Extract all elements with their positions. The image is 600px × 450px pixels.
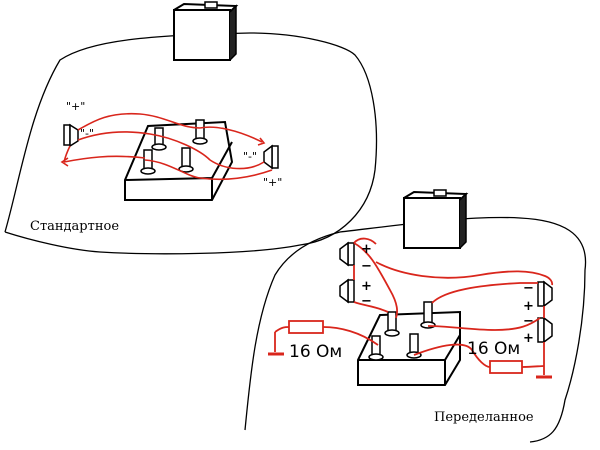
device-cover-outline-bottom (244, 216, 587, 443)
wires-top (60, 112, 273, 181)
wires-bottom (268, 237, 554, 379)
resistor-right-label: 16 Ом (467, 339, 520, 359)
left-upper-plus-sign: + (361, 242, 372, 257)
standard-caption: Стандартное (30, 219, 119, 234)
resistor-left-label: 16 Ом (289, 342, 342, 362)
modified-wiring-diagram: + − + − − + − + 16 Ом 16 Ом Переделанное (244, 189, 587, 443)
right-upper-plus-sign: + (523, 299, 534, 314)
left-upper-minus-sign: − (361, 259, 372, 274)
top-knob-top (173, 1, 239, 61)
speaker-right-top (263, 144, 279, 170)
terminal-block-top (124, 119, 234, 201)
left-lower-plus-sign: + (361, 279, 372, 294)
left-speaker-minus-label-top: "-" (80, 127, 94, 140)
right-speaker-minus-label-top: "-" (243, 150, 257, 163)
right-speaker-plus-label-top: "+" (263, 176, 282, 189)
speaker-right-lower-bottom (537, 316, 553, 344)
right-upper-minus-sign: − (523, 281, 534, 296)
terminal-block-bottom (357, 301, 461, 386)
speaker-right-upper-bottom (537, 280, 553, 308)
standard-wiring-diagram: "+" "-" "-" "+" Стандартное (4, 1, 378, 255)
speaker-left-lower-bottom (339, 278, 355, 304)
right-lower-plus-sign: + (523, 331, 534, 346)
left-speaker-plus-label-top: "+" (66, 100, 85, 113)
speaker-left-upper-bottom (339, 241, 355, 267)
speaker-left-top (63, 123, 79, 148)
right-lower-minus-sign: − (523, 314, 534, 329)
left-lower-minus-sign: − (361, 294, 372, 309)
resistor-right (489, 360, 523, 374)
resistor-left (288, 320, 324, 334)
device-cover-outline-top (4, 32, 378, 255)
modified-caption: Переделанное (434, 410, 534, 425)
top-knob-bottom (403, 189, 469, 249)
